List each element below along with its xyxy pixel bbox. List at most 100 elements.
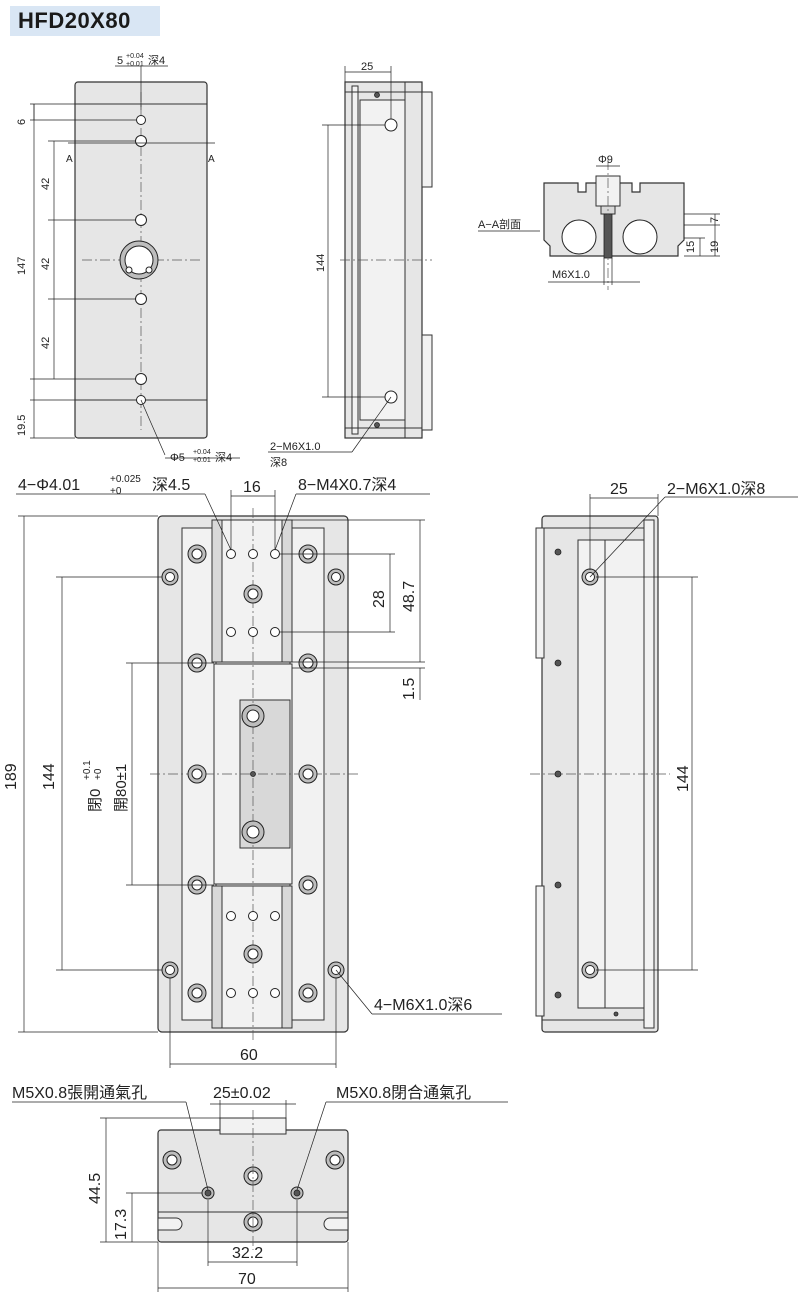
main-close-tol-up: +0.1 [82, 760, 93, 780]
leader-line [351, 396, 392, 453]
leader-line [296, 1101, 327, 1191]
mount-hole-inner [165, 572, 175, 582]
screw-dot [554, 881, 562, 889]
side-port-block [421, 91, 433, 188]
screw-dot [554, 548, 562, 556]
leader-line [589, 496, 666, 578]
jaw-bore-inner [247, 588, 259, 600]
main-close-tol-dn: +0 [93, 768, 104, 780]
leader-line [185, 1101, 209, 1191]
right-mount-hole-inner [585, 965, 595, 975]
bore-screw [145, 266, 153, 274]
side-dim-25: 25 [361, 61, 373, 73]
end-open-port-label: M5X0.8張開通氣孔 [12, 1084, 147, 1102]
close-port-inner [293, 1189, 301, 1197]
side-port-block [421, 334, 433, 431]
main-front-view: 4−Φ4.01 +0.025 +0 深4.5 16 8−M4X0.7深4 28 … [3, 474, 502, 1068]
m4-hole [270, 911, 280, 921]
mount-hole-inner [331, 572, 341, 582]
jaw-holes [226, 549, 280, 998]
side-m6-line1: 2−M6X1.0 [270, 441, 320, 453]
bottom-hole-depth: 深4 [215, 451, 232, 464]
end-dim-32-2: 32.2 [232, 1245, 263, 1262]
m4-hole [248, 988, 258, 998]
main-dim-1-5: 1.5 [401, 678, 418, 700]
end-view: M5X0.8張開通氣孔 M5X0.8閉合通氣孔 25±0.02 44.5 17.… [12, 1084, 508, 1292]
aa-phi9: Φ9 [598, 154, 613, 166]
right-m6-label: 2−M6X1.0深8 [667, 480, 765, 498]
main-dim-144: 144 [41, 763, 58, 790]
screw-dot [374, 92, 380, 98]
top-hole-tol-dn: +0.01 [126, 61, 144, 68]
tapped-hole [135, 214, 147, 226]
end-dim-25: 25±0.02 [213, 1085, 271, 1102]
side-dim-144: 144 [315, 254, 327, 272]
dim-19-5: 19.5 [16, 415, 28, 436]
aa-section-name: A−A剖面 [478, 217, 521, 231]
m4-hole [248, 911, 258, 921]
bolt-socket [302, 879, 314, 891]
end-mount-hole-inner [166, 1154, 178, 1166]
bottom-hole-tol-dn: +0.01 [193, 457, 211, 464]
open-port-inner [204, 1189, 212, 1197]
end-mount-hole-inner [329, 1154, 341, 1166]
leader-line [274, 493, 297, 551]
right-dim-144: 144 [675, 765, 692, 792]
aa-dim-19: 19 [709, 241, 721, 253]
dim-147: 147 [16, 257, 28, 275]
section-label-a-left: A [66, 154, 73, 165]
top-hole-label: 5 [117, 55, 123, 67]
side-m6-line2: 深8 [270, 456, 287, 469]
end-dim-44-5: 44.5 [87, 1173, 104, 1204]
tapped-hole [135, 135, 147, 147]
top-hole-tol-up: +0.04 [126, 53, 144, 60]
mount-hole-inner [165, 965, 175, 975]
main-dim-189: 189 [3, 763, 20, 790]
jaw-bore-inner [247, 948, 259, 960]
main-pin-depth: 深4.5 [152, 476, 190, 494]
m4-hole [226, 911, 236, 921]
main-close-label: 閉0 [87, 789, 104, 812]
dim-42-c: 42 [40, 337, 52, 349]
section-label-a-right: A [208, 154, 215, 165]
bolt-socket [302, 657, 314, 669]
section-bore-left [561, 219, 597, 255]
aa-m6: M6X1.0 [552, 269, 590, 281]
bottom-hole-tol-up: +0.04 [193, 449, 211, 456]
leader-line [204, 493, 232, 551]
main-pin-tol-dn: +0 [110, 486, 122, 497]
side-view-top: 25 144 2−M6X1.0 深8 [268, 61, 433, 469]
right-dim-25: 25 [610, 481, 628, 498]
main-m6-bottom: 4−M6X1.0深6 [374, 996, 472, 1014]
aa-dim-7: 7 [709, 217, 721, 223]
center-bore-inner [124, 245, 154, 275]
center-dot [250, 771, 256, 777]
m4-hole [226, 549, 236, 559]
mount-hole [384, 118, 398, 132]
bolt-socket [191, 987, 203, 999]
m4-hole [226, 627, 236, 637]
main-pin-label: 4−Φ4.01 [18, 477, 80, 494]
main-pin-tol-up: +0.025 [110, 474, 141, 485]
top-view: A A 5 +0.04 +0.01 深4 6 42 42 42 147 19.5… [16, 53, 240, 464]
right-port-block [535, 527, 545, 659]
m4-hole [248, 549, 258, 559]
m4-hole [270, 988, 280, 998]
bolt-socket [302, 768, 314, 780]
title-badge: HFD20X80 [10, 6, 160, 36]
dim-6: 6 [16, 119, 28, 125]
main-dim-60: 60 [240, 1047, 258, 1064]
section-bore-right [622, 219, 658, 255]
center-bore-inner [246, 709, 260, 723]
main-open-label: 開80±1 [113, 764, 130, 812]
bore-screw [125, 266, 133, 274]
end-dim-70: 70 [238, 1271, 256, 1288]
dim-42-a: 42 [40, 178, 52, 190]
dim-42-b: 42 [40, 258, 52, 270]
center-bore-inner [246, 825, 260, 839]
end-close-port-label: M5X0.8閉合通氣孔 [336, 1084, 471, 1102]
leader-line [140, 399, 166, 456]
screw-dot [613, 1011, 619, 1017]
section-a-a: Φ9 A−A剖面 7 15 19 M6X1.0 [478, 154, 721, 290]
